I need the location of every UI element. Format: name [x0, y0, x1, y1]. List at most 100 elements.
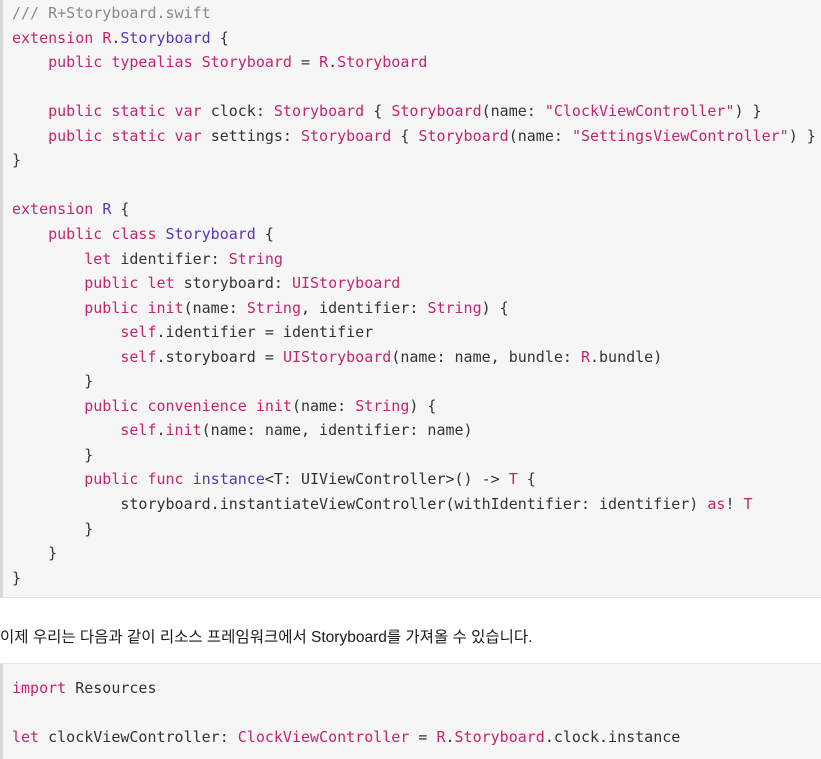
code-token-type: Storyboard: [454, 728, 545, 746]
code-token-keyword: let: [12, 728, 49, 746]
code-token-plain: (name:: [291, 396, 356, 415]
code-token-plain: [12, 397, 84, 415]
code-token-plain: }: [12, 151, 22, 170]
code-token-plain: [12, 299, 84, 317]
code-line: }: [12, 541, 57, 566]
body-paragraph: 이제 우리는 다음과 같이 리소스 프레임워크에서 Storyboard를 가져…: [0, 629, 533, 646]
code-token-type: Storyboard: [201, 53, 292, 72]
code-token-type: Storyboard: [301, 126, 392, 145]
code-token-plain: !: [725, 495, 744, 513]
code-token-plain: identifier:: [120, 249, 229, 268]
code-line: self.init(name: name, identifier: name): [12, 418, 473, 443]
code-token-type: R: [102, 28, 112, 47]
code-line: extension R {: [12, 197, 129, 222]
code-token-type: String: [427, 298, 482, 317]
code-token-keyword: public class: [48, 224, 166, 243]
code-token-keyword: public static var: [48, 126, 211, 145]
code-token-plain: {: [517, 470, 536, 489]
code-token-type: R: [436, 728, 446, 746]
code-token-plain: [12, 250, 84, 268]
code-token-plain: (name: name, identifier: name): [201, 421, 473, 440]
code-block-usage-example: import Resources let clockViewController:…: [0, 663, 821, 759]
code-token-keyword: let: [84, 249, 121, 268]
code-token-plain: [12, 53, 48, 71]
code-token-plain: {: [255, 224, 274, 243]
code-token-plain: .identifier = identifier: [156, 323, 374, 342]
code-token-type: Storyboard: [418, 126, 509, 145]
code-line: }: [12, 369, 93, 394]
code-token-keyword: self: [120, 347, 157, 366]
code-line: public typealias Storyboard = R.Storyboa…: [12, 50, 427, 75]
code-token-class: R: [102, 200, 112, 219]
code-token-type: T: [508, 470, 518, 489]
code-token-plain: =: [409, 728, 437, 746]
code-token-plain: (name:: [481, 102, 545, 121]
code-token-keyword: import: [12, 679, 76, 697]
code-token-plain: [12, 470, 84, 488]
code-token-plain: storyboard.instantiateViewController(wit…: [12, 495, 708, 513]
code-line: public init(name: String, identifier: St…: [12, 296, 508, 321]
code-token-keyword: extension: [12, 28, 103, 47]
code-token-type: Storyboard: [273, 102, 365, 121]
code-token-plain: [12, 225, 48, 243]
code-token-class: Storyboard: [120, 28, 211, 47]
code-token-plain: (name:: [508, 126, 572, 145]
code-token-type: ClockViewController: [237, 728, 410, 746]
code-token-keyword: extension: [12, 200, 103, 219]
code-line: public class Storyboard {: [12, 222, 274, 247]
code-token-plain: }: [12, 519, 94, 538]
code-line: let clockViewController: ClockViewContro…: [12, 725, 680, 750]
code-token-plain: }: [12, 544, 58, 563]
code-token-keyword: public init: [84, 298, 184, 317]
code-token-plain: [12, 127, 48, 145]
code-token-plain: {: [210, 28, 229, 47]
code-token-plain: [12, 274, 84, 292]
code-token-plain: clock:: [210, 102, 274, 121]
code-token-class: instance: [192, 470, 265, 489]
code-line: public convenience init(name: String) {: [12, 394, 436, 419]
code-token-keyword: public func: [84, 470, 193, 489]
code-token-string: "ClockViewController": [544, 102, 735, 121]
code-token-keyword: self: [120, 421, 157, 440]
code-token-plain: (name: name, bundle:: [391, 347, 581, 366]
code-token-plain: .: [111, 28, 121, 47]
code-token-plain: [12, 421, 120, 439]
code-line: extension R.Storyboard {: [12, 26, 229, 51]
code-token-type: String: [228, 249, 283, 268]
code-line: public static var settings: Storyboard {…: [12, 124, 816, 149]
code-line: }: [12, 443, 93, 468]
code-line: import Resources: [12, 676, 157, 701]
code-token-plain: }: [12, 445, 94, 464]
code-token-plain: {: [111, 200, 130, 219]
code-token-keyword: init: [165, 421, 202, 440]
code-token-type: String: [246, 298, 301, 317]
code-line: }: [12, 517, 93, 542]
code-token-type: T: [743, 495, 753, 513]
code-token-plain: (name:: [183, 298, 247, 317]
code-token-plain: .: [445, 728, 455, 746]
code-token-plain: .storyboard =: [156, 347, 283, 366]
code-token-type: String: [355, 396, 410, 415]
code-line: storyboard.instantiateViewController(wit…: [12, 492, 753, 517]
code-token-type: Storyboard: [337, 53, 428, 72]
code-token-plain: .bundle): [590, 347, 663, 366]
code-token-keyword: public convenience init: [84, 396, 292, 415]
code-line: public func instance<T: UIViewController…: [12, 467, 536, 492]
code-token-plain: {: [364, 102, 392, 121]
code-token-plain: {: [391, 126, 419, 145]
code-token-class: Storyboard: [165, 224, 256, 243]
code-token-plain: ) }: [788, 126, 816, 145]
code-token-plain: .clock.instance: [544, 728, 681, 746]
code-token-type: R: [319, 53, 329, 72]
code-token-keyword: as: [707, 495, 726, 513]
code-token-type: Storyboard: [391, 102, 482, 121]
code-token-keyword: public static var: [48, 102, 211, 121]
code-line: public let storyboard: UIStoryboard: [12, 271, 400, 296]
code-token-plain: }: [12, 372, 94, 391]
code-token-keyword: public typealias: [48, 53, 202, 72]
code-line: /// R+Storyboard.swift: [12, 1, 211, 26]
code-token-keyword: self: [120, 323, 157, 342]
code-token-plain: }: [12, 568, 22, 587]
code-token-type: R: [580, 347, 590, 366]
